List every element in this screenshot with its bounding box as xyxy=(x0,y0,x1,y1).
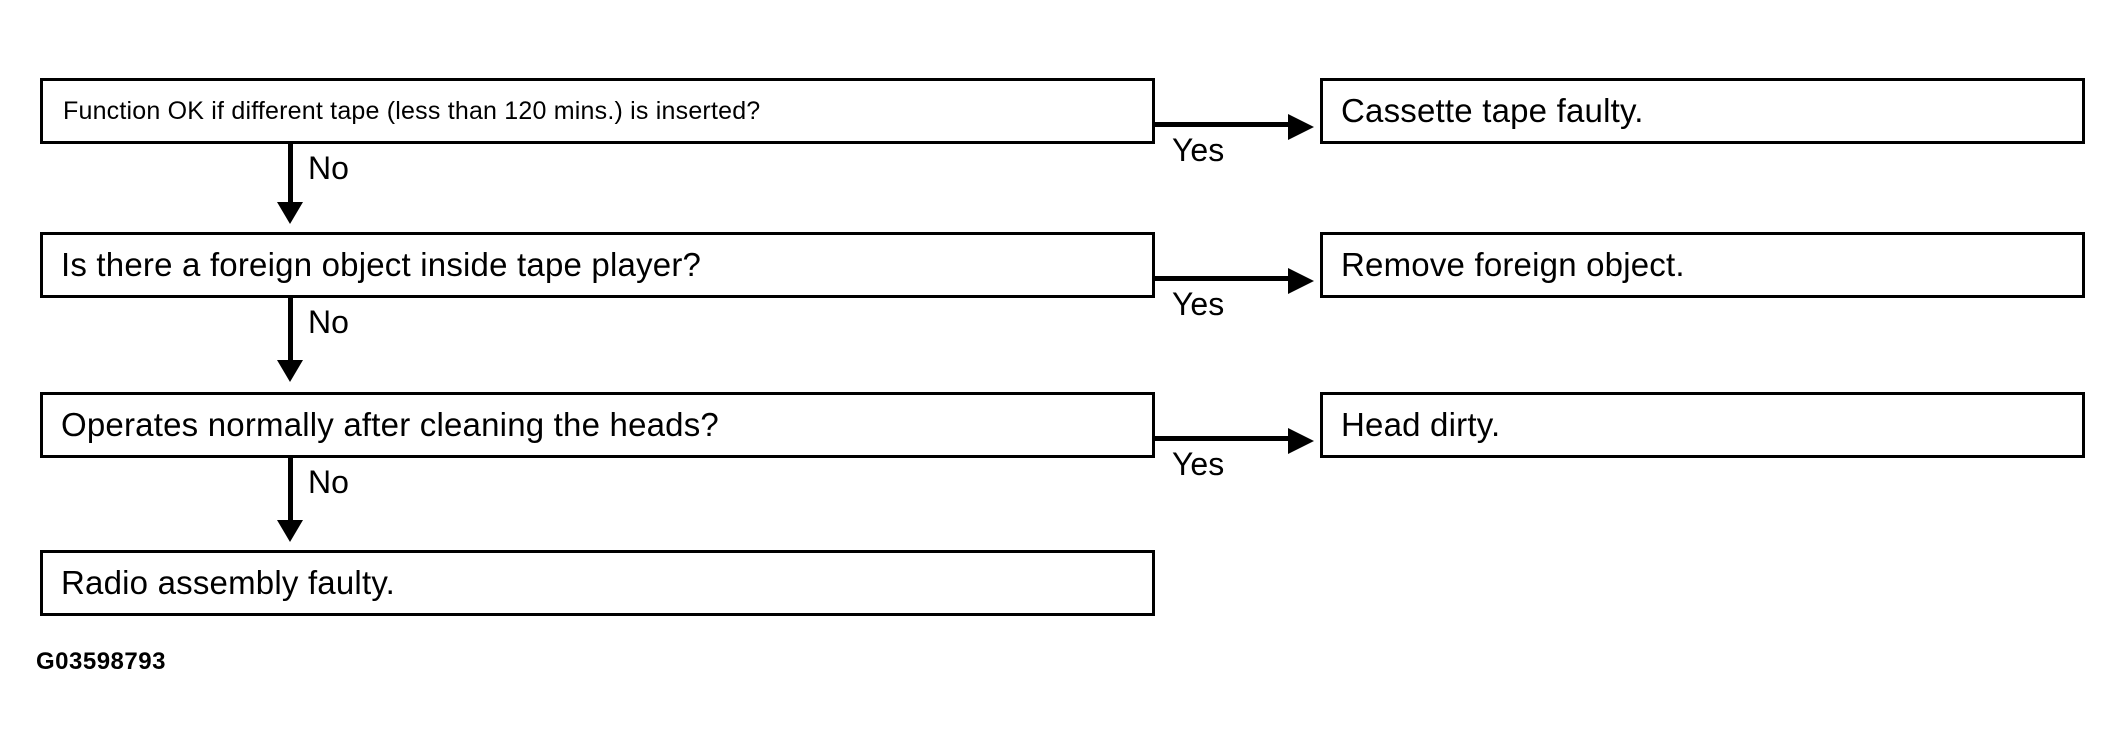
result-box-3-label: Head dirty. xyxy=(1341,405,1501,443)
no-label-1: No xyxy=(308,150,349,186)
result-box-final-label: Radio assembly faulty. xyxy=(61,563,395,601)
result-box-final[interactable]: Radio assembly faulty. xyxy=(40,550,1155,616)
question-box-2[interactable]: Is there a foreign object inside tape pl… xyxy=(40,232,1155,298)
yes-connector-line-2 xyxy=(1155,276,1295,281)
figure-id-caption: G03598793 xyxy=(36,648,166,675)
result-box-1[interactable]: Cassette tape faulty. xyxy=(1320,78,2085,144)
result-box-2-label: Remove foreign object. xyxy=(1341,245,1685,283)
result-box-3[interactable]: Head dirty. xyxy=(1320,392,2085,458)
yes-connector-line-3 xyxy=(1155,436,1295,441)
yes-arrow-head-icon-1 xyxy=(1288,114,1314,140)
yes-arrow-head-icon-2 xyxy=(1288,268,1314,294)
no-arrow-head-icon-2 xyxy=(277,360,303,382)
yes-label-1: Yes xyxy=(1172,132,1225,168)
result-box-1-label: Cassette tape faulty. xyxy=(1341,91,1644,129)
yes-arrow-head-icon-3 xyxy=(1288,428,1314,454)
yes-label-2: Yes xyxy=(1172,286,1225,322)
question-box-2-label: Is there a foreign object inside tape pl… xyxy=(61,245,702,283)
yes-label-3: Yes xyxy=(1172,446,1225,482)
no-connector-line-1 xyxy=(288,144,293,210)
no-label-2: No xyxy=(308,304,349,340)
question-box-3-label: Operates normally after cleaning the hea… xyxy=(61,405,719,443)
no-connector-line-2 xyxy=(288,298,293,368)
no-label-3: No xyxy=(308,464,349,500)
no-arrow-head-icon-3 xyxy=(277,520,303,542)
no-arrow-head-icon-1 xyxy=(277,202,303,224)
question-box-1-label: Function OK if different tape (less than… xyxy=(63,96,761,125)
no-connector-line-3 xyxy=(288,458,293,528)
result-box-2[interactable]: Remove foreign object. xyxy=(1320,232,2085,298)
question-box-3[interactable]: Operates normally after cleaning the hea… xyxy=(40,392,1155,458)
question-box-1[interactable]: Function OK if different tape (less than… xyxy=(40,78,1155,144)
yes-connector-line-1 xyxy=(1155,122,1295,127)
